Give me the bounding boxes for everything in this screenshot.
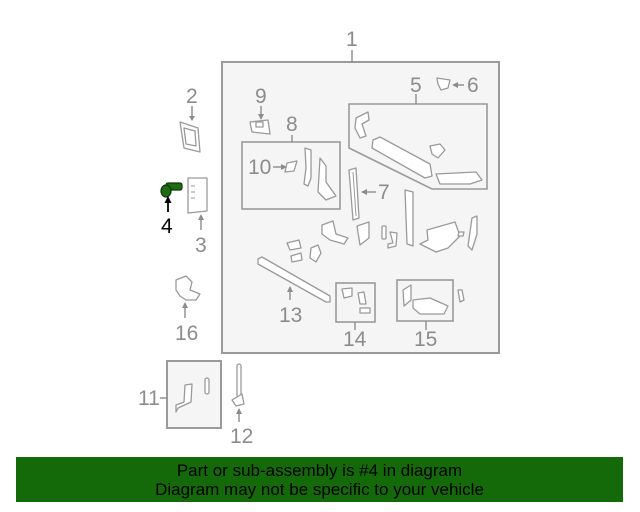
callout-16[interactable]: 16	[175, 322, 198, 345]
callout-10[interactable]: 10	[248, 156, 271, 179]
part-11-bracket[interactable]	[175, 377, 210, 413]
subassembly-box-8	[241, 141, 341, 210]
part-16-clip[interactable]	[175, 275, 201, 301]
callout-8[interactable]: 8	[286, 113, 298, 136]
part-12-stud[interactable]	[231, 363, 245, 407]
callout-11[interactable]: 11	[138, 387, 160, 410]
assembly-box-11	[166, 360, 222, 429]
callout-9[interactable]: 9	[255, 85, 267, 108]
callout-13[interactable]: 13	[279, 304, 302, 327]
part-7-pillar[interactable]	[348, 167, 360, 221]
part-5-crossmember[interactable]	[354, 111, 483, 185]
banner-line-2: Diagram may not be specific to your vehi…	[155, 480, 484, 499]
banner-line-1: Part or sub-assembly is #4 in diagram	[176, 461, 463, 480]
callout-4[interactable]: 4	[161, 215, 173, 238]
part-10-clip[interactable]	[284, 160, 298, 173]
subassembly-box-15	[396, 279, 454, 322]
part-14-pieces[interactable]	[341, 287, 371, 314]
subassembly-box-5	[348, 103, 488, 190]
callout-14[interactable]: 14	[343, 328, 367, 351]
part-15-pieces[interactable]	[402, 284, 465, 315]
callout-6[interactable]: 6	[467, 74, 479, 97]
part-2-bracket[interactable]	[179, 121, 201, 153]
part-3-plate[interactable]	[187, 177, 208, 214]
part-notice-banner: Part or sub-assembly is #4 in diagram Di…	[16, 457, 623, 502]
callout-3[interactable]: 3	[195, 234, 207, 257]
callout-5[interactable]: 5	[410, 74, 422, 97]
part-13-rail[interactable]	[257, 256, 331, 303]
callout-12[interactable]: 12	[230, 425, 253, 448]
part-6-clip[interactable]	[436, 77, 451, 91]
callout-1[interactable]: 1	[346, 28, 358, 51]
callout-15[interactable]: 15	[414, 328, 437, 351]
callout-2[interactable]: 2	[186, 85, 198, 108]
part-9-patch[interactable]	[249, 119, 271, 135]
part-1-assembly-pieces[interactable]	[286, 189, 478, 263]
part-4-bolt-highlighted[interactable]	[160, 182, 183, 198]
callout-7[interactable]: 7	[378, 181, 390, 204]
part-8-panels[interactable]	[303, 147, 337, 201]
